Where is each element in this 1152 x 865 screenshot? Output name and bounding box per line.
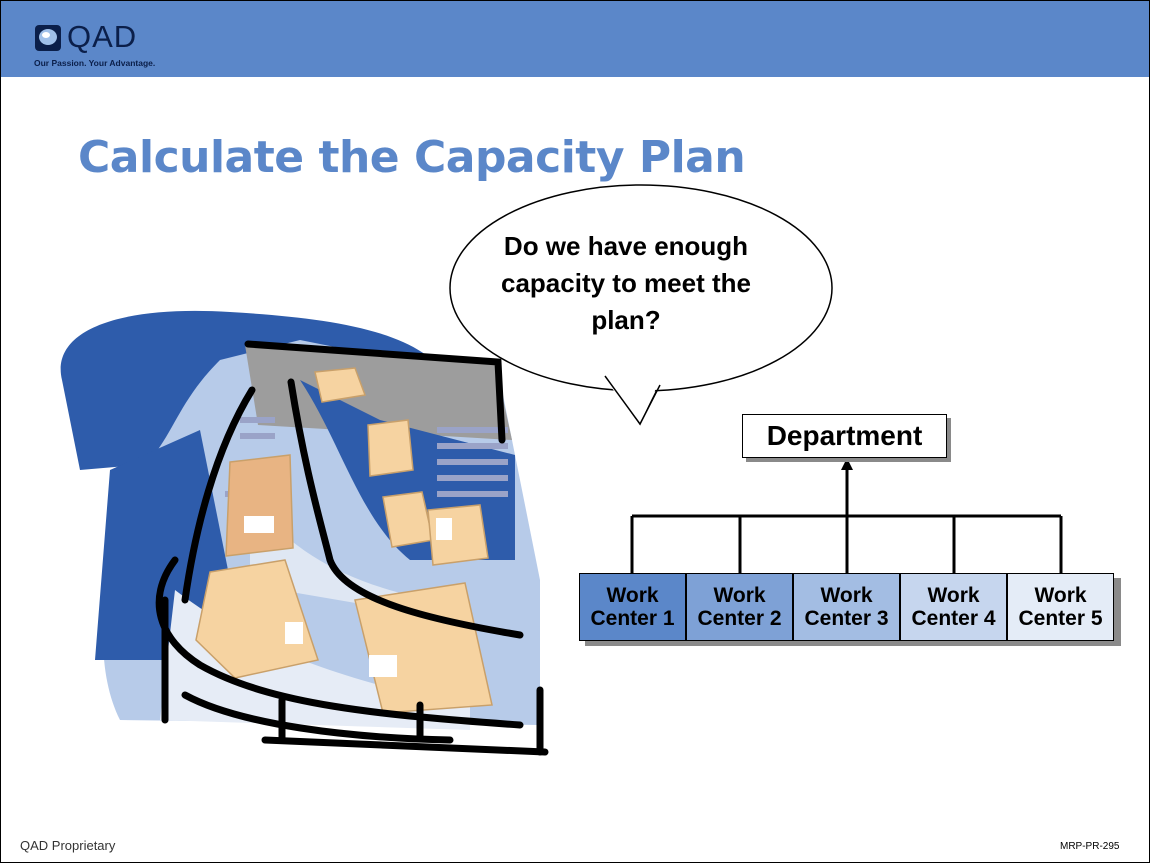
work-center-line1: Work — [1034, 584, 1087, 607]
work-center-line2: Center 1 — [590, 607, 675, 630]
work-center-line2: Center 4 — [911, 607, 996, 630]
speech-bubble — [449, 184, 833, 426]
work-center-2: Work Center 2 — [686, 573, 793, 641]
qad-logo-mark-icon — [35, 25, 61, 51]
work-center-4: Work Center 4 — [900, 573, 1007, 641]
footer-slide-id: MRP-PR-295 — [1060, 841, 1120, 852]
warehouse-conveyor-illustration — [60, 310, 549, 756]
speech-bubble-text: Do we have enough capacity to meet the p… — [501, 231, 751, 335]
logo-text: QAD — [67, 19, 138, 54]
department-box: Department — [742, 414, 947, 458]
footer-proprietary: QAD Proprietary — [20, 838, 116, 853]
work-center-line2: Center 3 — [804, 607, 889, 630]
work-center-line1: Work — [713, 584, 766, 607]
work-center-3: Work Center 3 — [793, 573, 900, 641]
work-center-line1: Work — [927, 584, 980, 607]
qad-logo: QAD Our Passion. Your Advantage. — [34, 19, 184, 72]
logo-tagline: Our Passion. Your Advantage. — [34, 58, 156, 68]
work-center-line2: Center 5 — [1018, 607, 1103, 630]
work-center-line1: Work — [820, 584, 873, 607]
work-center-line1: Work — [606, 584, 659, 607]
work-center-line2: Center 2 — [697, 607, 782, 630]
slide-title: Calculate the Capacity Plan — [78, 132, 746, 183]
work-center-5: Work Center 5 — [1007, 573, 1114, 641]
work-center-1: Work Center 1 — [579, 573, 686, 641]
arrow-up-icon — [841, 458, 853, 470]
org-chart-connectors — [630, 470, 1063, 573]
header-band — [1, 1, 1149, 77]
